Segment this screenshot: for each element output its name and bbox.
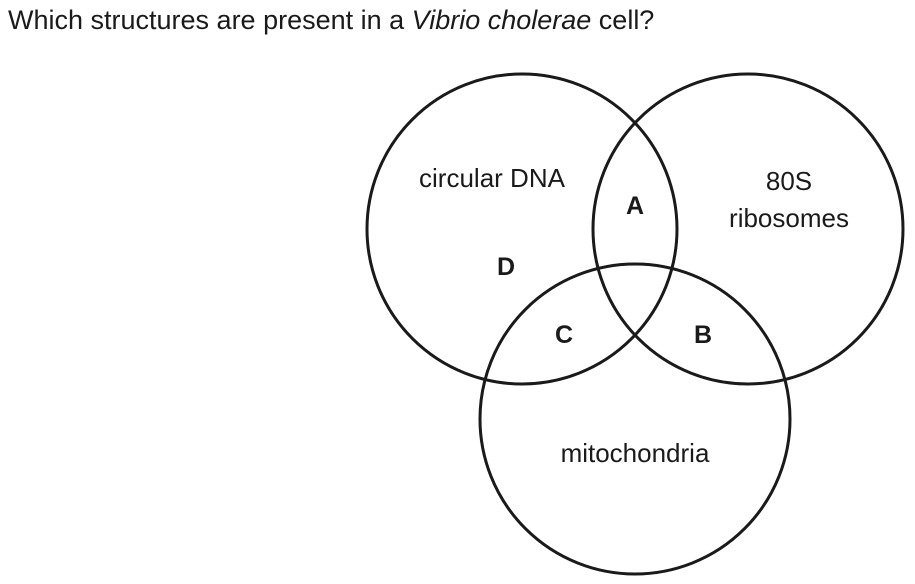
organism-name: Vibrio cholerae xyxy=(411,5,592,35)
region-label-b: B xyxy=(694,321,712,349)
question-suffix: cell? xyxy=(591,5,655,35)
label-mitochondria: mitochondria xyxy=(561,438,710,468)
circle-mitochondria xyxy=(478,262,792,576)
circle-circular-dna xyxy=(365,72,679,386)
label-80s: 80S xyxy=(766,166,812,196)
question-prefix: Which structures are present in a xyxy=(8,5,412,35)
region-label-c: C xyxy=(555,321,573,349)
region-label-a: A xyxy=(626,192,644,220)
region-label-d: D xyxy=(497,253,515,281)
label-circular-dna: circular DNA xyxy=(419,163,566,193)
label-ribosomes: ribosomes xyxy=(729,203,849,233)
question-text: Which structures are present in a Vibrio… xyxy=(8,2,654,38)
circle-80s-ribosomes xyxy=(591,72,905,386)
